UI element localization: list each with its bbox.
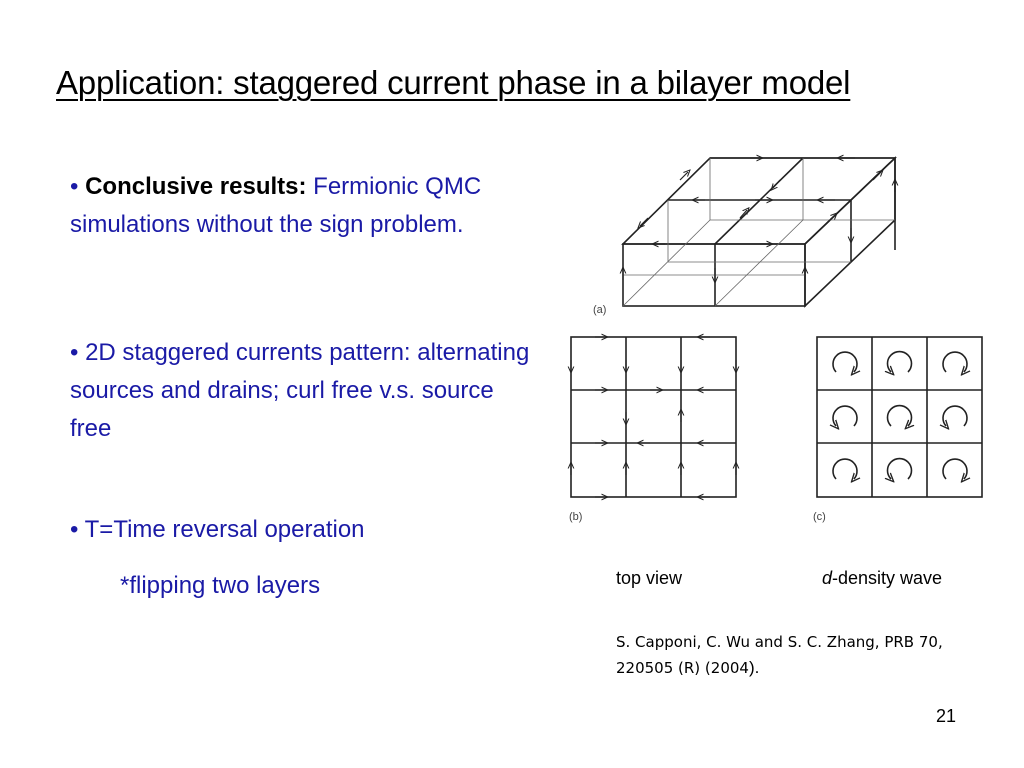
bullet-marker: •	[70, 516, 79, 543]
sub-bullet-flipping-layers: *flipping two layers	[120, 572, 321, 599]
figure-label-c: (c)	[813, 511, 826, 523]
bullet-time-reversal: • T=Time reversal operation	[70, 511, 540, 549]
bilayer-3d-diagram	[623, 158, 895, 308]
reference-line-2: 220505 (R) (2004).	[616, 655, 1016, 681]
reference-line-2-end: ).	[748, 658, 760, 677]
figure-label-a: (a)	[593, 304, 606, 316]
bullet-text: T=Time reversal operation	[84, 516, 365, 543]
top-view-grid	[571, 337, 736, 497]
caption-d-density-wave: d-density wave	[822, 568, 942, 589]
figure-label-b: (b)	[569, 511, 582, 523]
caption-d-rest: -density wave	[832, 568, 943, 588]
slide-title: Application: staggered current phase in …	[56, 64, 851, 101]
page-number: 21	[936, 706, 957, 726]
bullet-marker: •	[70, 173, 79, 200]
bullet-text: 2D staggered currents pattern: alternati…	[70, 339, 530, 442]
bullet-marker: •	[70, 339, 79, 366]
bullet-bold-label: Conclusive results:	[85, 173, 307, 200]
current-pattern-figure: (a) (b)	[555, 150, 983, 523]
reference-citation: S. Capponi, C. Wu and S. C. Zhang, PRB 7…	[616, 630, 1016, 681]
bullet-conclusive-results: • Conclusive results: Fermionic QMC simu…	[70, 168, 540, 244]
d-density-wave-grid	[816, 336, 983, 498]
caption-d-italic: d	[822, 568, 833, 588]
reference-line-2-main: 220505 (R) (2004	[616, 659, 749, 677]
caption-top-view: top view	[616, 568, 683, 588]
bullet-staggered-currents: • 2D staggered currents pattern: alterna…	[70, 334, 540, 448]
reference-line-1: S. Capponi, C. Wu and S. C. Zhang, PRB 7…	[616, 633, 943, 651]
bullet-text: Fermionic QMC simulations without the si…	[70, 173, 482, 238]
